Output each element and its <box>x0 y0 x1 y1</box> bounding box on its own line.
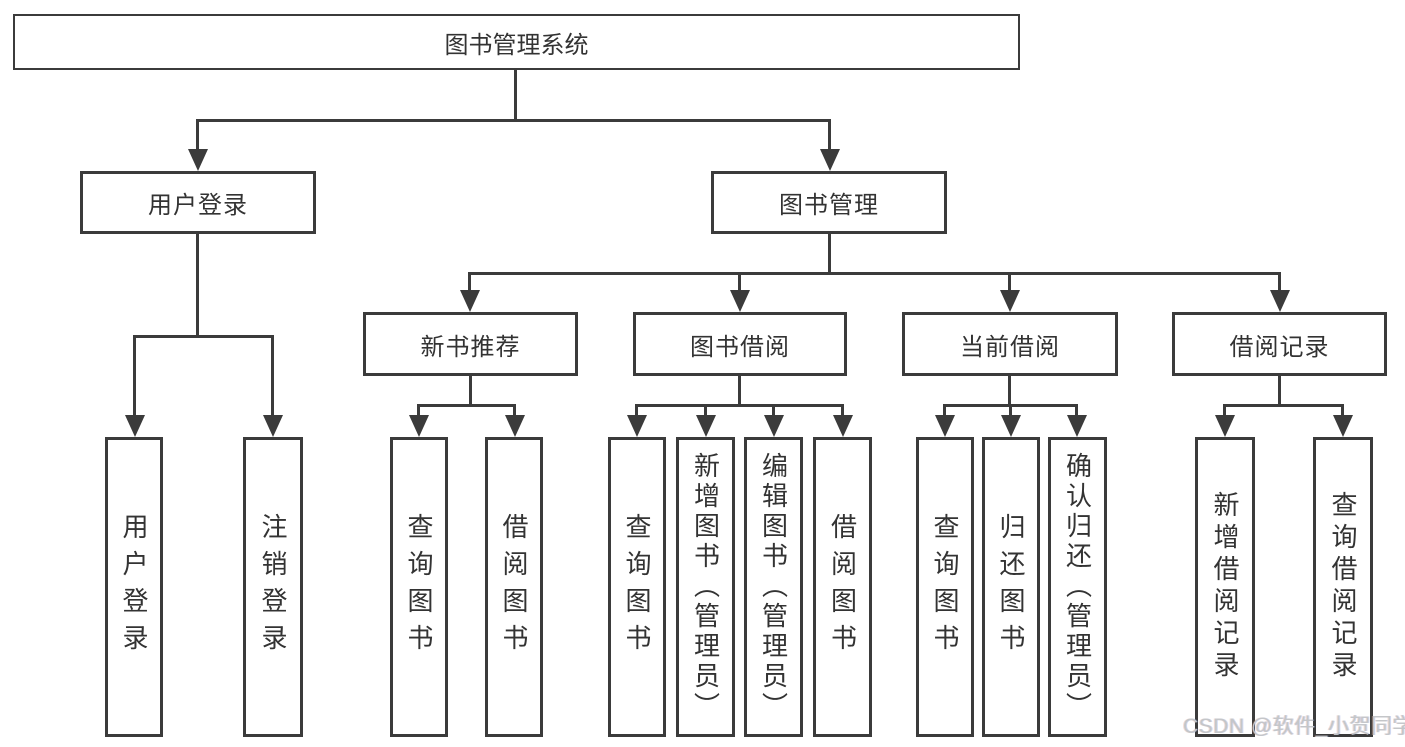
leaf-query-books-current-label: 查询图书 <box>930 513 960 661</box>
leaf-borrow-books-borrowing-label: 借阅图书 <box>827 513 858 661</box>
leaf-edit-book-admin-label: 编辑图书（管理员） <box>758 452 789 722</box>
node-new-book-recommendation-label: 新书推荐 <box>420 333 521 361</box>
leaf-edit-book-admin: 编辑图书（管理员） <box>744 437 803 737</box>
connector-arrow-confirm-return-admin <box>1066 404 1087 437</box>
connector-new-book-recommendation-branch <box>417 404 516 407</box>
connector-user-login-branch <box>133 335 274 338</box>
connector-arrow-borrow-books-borrowing <box>832 404 853 437</box>
leaf-logout: 注销登录 <box>243 437 303 737</box>
node-book-borrowing: 图书借阅 <box>633 312 847 376</box>
leaf-query-borrow-record-label: 查询借阅记录 <box>1328 491 1358 683</box>
leaf-return-books-label: 归还图书 <box>996 513 1026 661</box>
connector-arrow-book-borrowing <box>729 272 750 312</box>
connector-borrowing-records-branch <box>1223 404 1344 407</box>
connector-book-management-stem <box>828 234 831 275</box>
leaf-add-book-admin-label: 新增图书（管理员） <box>690 452 721 722</box>
node-root: 图书管理系统 <box>13 14 1020 70</box>
leaf-query-books-recommend: 查询图书 <box>390 437 448 737</box>
connector-book-borrowing-stem <box>738 376 741 407</box>
connector-user-login-stem <box>196 234 199 338</box>
leaf-borrow-books-borrowing: 借阅图书 <box>813 437 872 737</box>
leaf-confirm-return-admin-label: 确认归还（管理员） <box>1062 452 1093 722</box>
leaf-user-login-label: 用户登录 <box>119 513 149 661</box>
leaf-user-login: 用户登录 <box>105 437 163 737</box>
leaf-add-borrow-record-label: 新增借阅记录 <box>1210 491 1240 683</box>
connector-arrow-logout <box>262 335 283 437</box>
leaf-query-books-borrowing-label: 查询图书 <box>622 513 652 661</box>
connector-arrow-add-borrow-record <box>1214 404 1235 437</box>
connector-root-branch <box>196 119 830 122</box>
connector-arrow-query-books-borrowing <box>626 404 647 437</box>
leaf-confirm-return-admin: 确认归还（管理员） <box>1048 437 1107 737</box>
node-current-borrowing-label: 当前借阅 <box>960 333 1060 361</box>
connector-borrowing-records-stem <box>1278 376 1281 407</box>
connector-book-management-branch <box>468 272 1281 275</box>
connector-root-stem <box>514 70 517 121</box>
leaf-query-books-recommend-label: 查询图书 <box>404 513 434 661</box>
connector-arrow-add-book-admin <box>695 404 716 437</box>
leaf-query-books-current: 查询图书 <box>916 437 974 737</box>
node-user-login: 用户登录 <box>80 171 316 234</box>
connector-arrow-user-login-leaf <box>124 335 145 437</box>
connector-arrow-edit-book-admin <box>763 404 784 437</box>
node-root-label: 图书管理系统 <box>444 31 589 59</box>
node-borrowing-records: 借阅记录 <box>1172 312 1387 376</box>
leaf-logout-label: 注销登录 <box>258 513 288 661</box>
leaf-add-book-admin: 新增图书（管理员） <box>676 437 735 737</box>
leaf-return-books: 归还图书 <box>982 437 1040 737</box>
connector-arrow-return-books <box>1000 404 1021 437</box>
node-book-management-label: 图书管理 <box>779 192 879 219</box>
node-new-book-recommendation: 新书推荐 <box>363 312 578 376</box>
connector-book-borrowing-branch <box>635 404 843 407</box>
connector-arrow-new-book-recommendation <box>459 272 480 312</box>
leaf-add-borrow-record: 新增借阅记录 <box>1195 437 1255 737</box>
leaf-borrow-books-recommend-label: 借阅图书 <box>499 513 529 661</box>
connector-arrow-query-books-recommend <box>408 404 429 437</box>
node-current-borrowing: 当前借阅 <box>902 312 1118 376</box>
node-borrowing-records-label: 借阅记录 <box>1229 333 1330 361</box>
node-book-borrowing-label: 图书借阅 <box>690 333 790 361</box>
connector-arrow-borrowing-records <box>1269 272 1290 312</box>
connector-new-book-recommendation-stem <box>469 376 472 407</box>
node-book-management: 图书管理 <box>711 171 947 234</box>
node-user-login-label: 用户登录 <box>148 192 248 219</box>
connector-arrow-user-login <box>187 119 208 171</box>
connector-arrow-borrow-books-recommend <box>504 404 525 437</box>
leaf-borrow-books-recommend: 借阅图书 <box>485 437 543 737</box>
leaf-query-books-borrowing: 查询图书 <box>608 437 666 737</box>
connector-arrow-query-books-current <box>934 404 955 437</box>
connector-arrow-book-management <box>819 119 840 171</box>
csdn-watermark: CSDN @软件_小贺同学 <box>1183 715 1405 738</box>
connector-current-borrowing-stem <box>1008 376 1011 407</box>
connector-arrow-query-borrow-record <box>1332 404 1353 437</box>
leaf-query-borrow-record: 查询借阅记录 <box>1313 437 1373 737</box>
connector-arrow-current-borrowing <box>999 272 1020 312</box>
